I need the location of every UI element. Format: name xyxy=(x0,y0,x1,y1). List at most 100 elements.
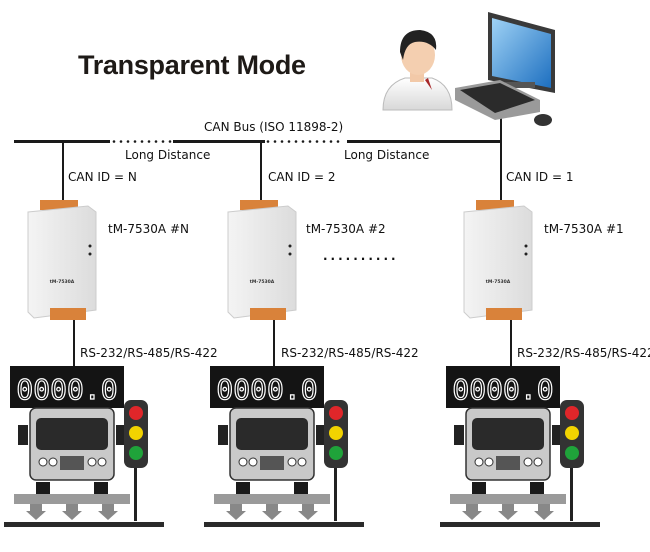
bus-dot xyxy=(322,140,326,143)
terminal-block-top xyxy=(476,200,514,210)
converter-module-icon: tM-7530A xyxy=(227,200,297,320)
pole xyxy=(570,465,573,521)
headlight xyxy=(533,457,543,467)
bus-dot xyxy=(161,140,165,143)
bus-dot xyxy=(119,140,123,143)
module-body xyxy=(27,205,97,319)
node-1: tM-7530A 0000.0 xyxy=(204,200,364,527)
headlight xyxy=(48,457,58,467)
more-nodes-ellipsis: ·········· xyxy=(323,252,399,266)
mirror xyxy=(218,425,228,445)
arrow-down xyxy=(226,504,246,520)
bus-dot xyxy=(301,140,305,143)
green-light xyxy=(129,446,143,460)
serial-line-n xyxy=(73,320,75,366)
headlight xyxy=(523,457,533,467)
can-id-label-2: CAN ID = 2 xyxy=(268,170,336,184)
headlight xyxy=(238,457,248,467)
interface-label-n: RS-232/RS-485/RS-422 xyxy=(80,346,218,360)
module-print: tM-7530A xyxy=(250,279,275,285)
drop-line-n xyxy=(62,141,64,203)
weight-display-value: 0000.0 xyxy=(216,373,317,406)
mirror xyxy=(116,425,126,445)
weight-display-value: 0000.0 xyxy=(16,373,117,406)
module-body xyxy=(227,205,297,319)
red-light xyxy=(129,406,143,420)
serial-line-2 xyxy=(273,320,275,366)
headlight xyxy=(38,457,48,467)
led xyxy=(88,244,92,248)
bus-dot xyxy=(273,140,277,143)
weight-display xyxy=(210,366,324,408)
red-light xyxy=(329,406,343,420)
drop-line-1 xyxy=(500,100,502,203)
user-icon xyxy=(382,30,453,111)
converter-module-icon: tM-7530A xyxy=(463,200,533,320)
led xyxy=(288,244,292,248)
mirror xyxy=(552,425,562,445)
can-id-label-n: CAN ID = N xyxy=(68,170,137,184)
device-label-n: tM-7530A #N xyxy=(108,222,189,236)
terminal-block-bottom xyxy=(486,308,522,320)
headlight xyxy=(97,457,107,467)
truck-scale-icon xyxy=(440,407,600,527)
wheel xyxy=(36,482,50,496)
led xyxy=(288,252,292,256)
bus-dot xyxy=(308,140,312,143)
bus-dot xyxy=(336,140,340,143)
truck-windshield xyxy=(36,418,108,450)
wheel xyxy=(236,482,250,496)
bus-dot xyxy=(266,140,270,143)
bus-dot xyxy=(329,140,333,143)
ground-line xyxy=(204,522,364,527)
bus-dot xyxy=(133,140,137,143)
bus-dot xyxy=(294,140,298,143)
long-distance-label-2: Long Distance xyxy=(344,148,430,162)
truck-windshield xyxy=(236,418,308,450)
green-light xyxy=(565,446,579,460)
ground-line xyxy=(440,522,600,527)
green-light xyxy=(329,446,343,460)
ground-line xyxy=(4,522,164,527)
headlight xyxy=(287,457,297,467)
bus-dot xyxy=(315,140,319,143)
headlight xyxy=(87,457,97,467)
can-bus xyxy=(14,140,500,143)
module-print: tM-7530A xyxy=(50,279,75,285)
terminal-block-top xyxy=(240,200,278,210)
serial-line-1 xyxy=(510,320,512,366)
long-distance-label-1: Long Distance xyxy=(125,148,211,162)
module-body xyxy=(463,205,533,319)
device-label-2: tM-7530A #2 xyxy=(306,222,386,236)
arrow-down xyxy=(534,504,554,520)
grille xyxy=(496,456,520,470)
bus-dot xyxy=(112,140,116,143)
grille xyxy=(260,456,284,470)
yellow-light xyxy=(329,426,343,440)
arrow-down xyxy=(98,504,118,520)
bus-dot xyxy=(126,140,130,143)
bus-dotted-segments xyxy=(112,140,340,143)
red-light xyxy=(565,406,579,420)
traffic-light-icon xyxy=(324,400,348,521)
truck-windshield xyxy=(472,418,544,450)
grille xyxy=(60,456,84,470)
bus-dot xyxy=(168,140,172,143)
wheel xyxy=(294,482,308,496)
truck-scale-icon xyxy=(204,407,364,527)
bus-dot xyxy=(287,140,291,143)
headlight xyxy=(248,457,258,467)
terminal-block-bottom xyxy=(250,308,286,320)
bus-dot xyxy=(147,140,151,143)
yellow-light xyxy=(129,426,143,440)
arrow-down xyxy=(62,504,82,520)
drop-line-2 xyxy=(260,141,262,203)
weight-display xyxy=(446,366,560,408)
headlight xyxy=(297,457,307,467)
converter-module-icon: tM-7530A xyxy=(27,200,97,320)
mirror xyxy=(454,425,464,445)
led xyxy=(524,252,528,256)
scale-platform xyxy=(14,494,130,504)
